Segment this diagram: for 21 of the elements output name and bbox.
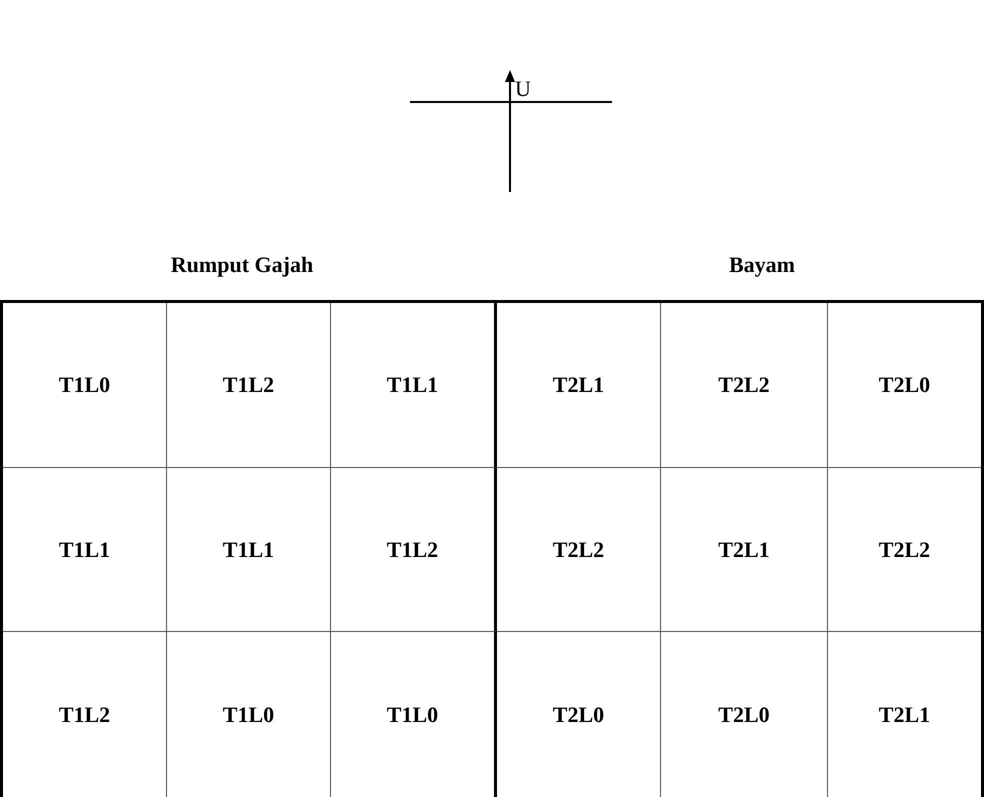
plot-code: T2L1 [718,536,770,564]
plot-code: T1L2 [58,701,110,730]
plot-code: T1L1 [222,536,274,564]
plot-code: T1L1 [58,536,110,564]
plot-code: T1L0 [58,371,110,400]
group-heading: Bayam [728,251,796,279]
plot-code: T2L1 [552,371,604,400]
plot-code: T1L1 [386,371,438,400]
plot-code: T2L2 [878,536,930,564]
plot-code: T2L2 [718,371,770,400]
plot-code: T1L0 [222,701,274,730]
plot-code: T2L0 [878,371,930,400]
plot-code: T2L1 [878,701,930,730]
plot-code: T1L2 [222,371,274,400]
plot-code: T2L2 [552,536,604,564]
plot-code: T1L2 [386,536,438,564]
plot-code: T2L0 [552,701,604,730]
north-label: U [515,75,531,103]
plot-code: T2L0 [718,701,770,730]
group-heading: Rumput Gajah [170,251,314,279]
plot-code: T1L0 [386,701,438,730]
